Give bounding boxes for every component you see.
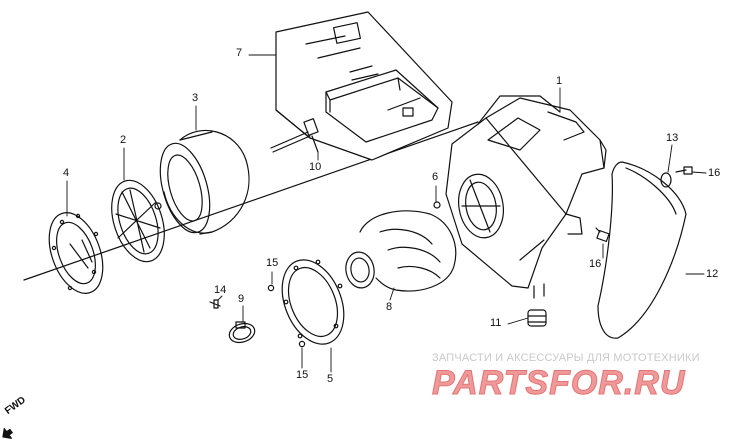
part-11-drain-plug bbox=[527, 309, 547, 327]
leader-lines bbox=[66, 49, 707, 373]
part-13-washer bbox=[660, 172, 672, 188]
callout-5: 5 bbox=[327, 373, 334, 385]
watermark-caption: ЗАПЧАСТИ И АКСЕССУАРЫ ДЛЯ МОТОТЕХНИКИ bbox=[432, 352, 700, 364]
part-3-foam-filter bbox=[159, 130, 250, 235]
part-2-filter-cage bbox=[111, 179, 165, 263]
callout-9: 9 bbox=[238, 293, 245, 305]
fwd-arrow bbox=[2, 427, 13, 439]
callout-13: 13 bbox=[666, 132, 679, 144]
callout-14: 14 bbox=[214, 284, 227, 296]
callout-7: 7 bbox=[236, 47, 243, 59]
assembly-axis-line bbox=[23, 121, 479, 281]
part-14-clamp-screw bbox=[209, 299, 221, 309]
part-6-screw bbox=[433, 201, 441, 209]
watermark-brand-logo: PARTSFOR.RU bbox=[431, 364, 686, 403]
callout-6: 6 bbox=[432, 171, 439, 183]
callout-1: 1 bbox=[556, 75, 563, 87]
callout-15-lower: 15 bbox=[296, 369, 309, 381]
callout-11: 11 bbox=[490, 317, 502, 329]
callout-12: 12 bbox=[706, 268, 719, 280]
callout-4: 4 bbox=[63, 167, 70, 179]
callout-3: 3 bbox=[192, 92, 199, 104]
callout-16-upper: 16 bbox=[708, 167, 721, 179]
part-16-bolt-lower bbox=[595, 227, 610, 243]
part-7-filter-element bbox=[325, 69, 439, 143]
part-12-side-cover bbox=[597, 161, 687, 339]
callout-2: 2 bbox=[120, 134, 127, 146]
part-15-nut-upper bbox=[267, 284, 275, 292]
callout-8: 8 bbox=[386, 301, 393, 313]
part-10-wire-clip bbox=[270, 118, 319, 153]
part-4-flange-plate bbox=[48, 212, 104, 294]
part-5-gasket bbox=[281, 259, 345, 345]
callout-10: 10 bbox=[309, 161, 322, 173]
part-8-intake-boot bbox=[345, 210, 457, 292]
callout-15-upper: 15 bbox=[266, 257, 279, 269]
part-15-nut-lower bbox=[298, 340, 306, 348]
part-1-air-box bbox=[445, 95, 607, 299]
callout-16-lower: 16 bbox=[589, 258, 602, 270]
part-9-hose-clamp bbox=[228, 321, 256, 344]
part-16-bolt-upper bbox=[675, 166, 693, 175]
